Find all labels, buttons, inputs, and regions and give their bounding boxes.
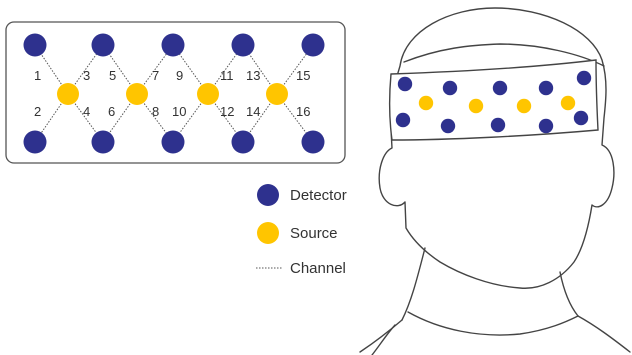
headband-optodes	[395, 70, 592, 134]
source-optode	[266, 83, 288, 105]
legend-source-label: Source	[290, 225, 338, 242]
detector-optode	[91, 33, 115, 57]
detector-optode	[231, 33, 255, 57]
legend-source-dot	[257, 222, 279, 244]
headband-detector	[538, 118, 554, 134]
channel-number-label: 12	[220, 104, 234, 119]
channel-number-label: 2	[34, 104, 41, 119]
headband-detector	[395, 112, 411, 128]
channel-number-label: 1	[34, 68, 41, 83]
channel-number-label: 7	[152, 68, 159, 83]
channel-number-label: 15	[296, 68, 310, 83]
headband-source	[418, 95, 434, 111]
headband-detector	[492, 80, 508, 96]
shirt-fold	[371, 324, 396, 355]
detector-optode	[23, 130, 47, 154]
headband-source	[468, 98, 484, 114]
headband	[388, 59, 599, 141]
source-dots	[57, 83, 288, 105]
legend-detector-dot	[257, 184, 279, 206]
channel-number-label: 9	[176, 68, 183, 83]
shoulder-right	[577, 315, 631, 353]
shoulder-left	[359, 319, 403, 353]
detector-optode	[301, 33, 325, 57]
legend-channel-label: Channel	[290, 260, 346, 277]
headband-source	[560, 95, 576, 111]
detector-optode	[23, 33, 47, 57]
neck-left	[401, 247, 426, 321]
headband-detector	[573, 110, 589, 126]
channel-number-label: 6	[108, 104, 115, 119]
detector-optode	[91, 130, 115, 154]
hair-line	[403, 43, 605, 67]
detector-optode	[231, 130, 255, 154]
source-optode	[126, 83, 148, 105]
head-illustration	[359, 7, 631, 355]
headband-detector	[442, 80, 458, 96]
head-outline	[378, 7, 615, 289]
channel-number-label: 3	[83, 68, 90, 83]
collar	[407, 311, 579, 336]
headband-detector	[538, 80, 554, 96]
headband-detector	[440, 118, 456, 134]
detector-dots	[23, 33, 325, 154]
source-optode	[57, 83, 79, 105]
detector-optode	[301, 130, 325, 154]
detector-optode	[161, 33, 185, 57]
channel-number-label: 8	[152, 104, 159, 119]
detector-optode	[161, 130, 185, 154]
channel-number-label: 5	[109, 68, 116, 83]
channel-number-label: 10	[172, 104, 186, 119]
channel-number-label: 4	[83, 104, 90, 119]
headband-detector	[576, 70, 592, 86]
source-optode	[197, 83, 219, 105]
headband-detector	[490, 117, 506, 133]
panel-frame	[5, 21, 346, 164]
headband-detector	[397, 76, 413, 92]
channel-number-label: 13	[246, 68, 260, 83]
channel-number-label: 14	[246, 104, 260, 119]
legend-detector-label: Detector	[290, 187, 347, 204]
headband-source	[516, 98, 532, 114]
neck-right	[559, 271, 579, 317]
legend: Detector Source Channel	[256, 184, 347, 277]
channel-number-label: 16	[296, 104, 310, 119]
channel-number-label: 11	[220, 68, 234, 83]
